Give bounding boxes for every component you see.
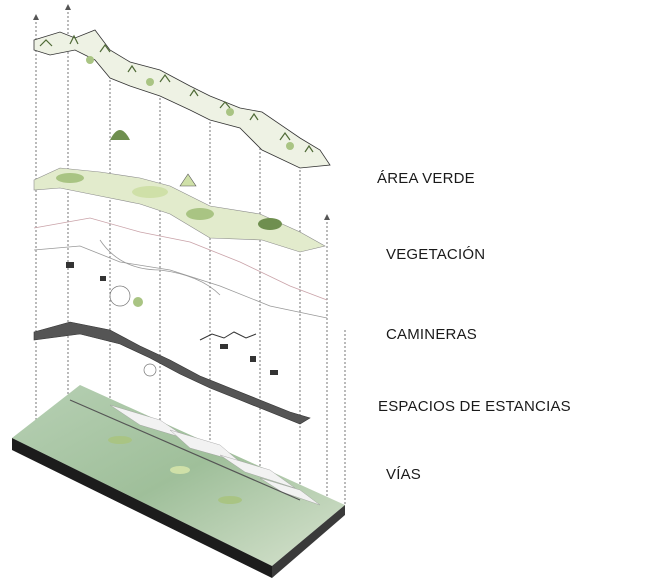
arrow-up-icon xyxy=(33,4,330,220)
label-camineras: CAMINERAS xyxy=(386,326,477,343)
layer-espacios-de-estancias xyxy=(66,262,278,375)
label-area-verde: ÁREA VERDE xyxy=(377,170,475,187)
layer-camineras xyxy=(33,285,311,425)
label-espacios-de-estancias: ESPACIOS DE ESTANCIAS xyxy=(378,398,571,415)
guide-lines xyxy=(35,8,346,520)
layer-area-verde xyxy=(33,130,326,253)
layer-vegetacion-strip xyxy=(33,29,331,169)
layer-vias-lines xyxy=(33,217,328,319)
label-vias: VÍAS xyxy=(386,466,421,483)
base-terrain-slab xyxy=(12,385,345,578)
label-vegetacion: VEGETACIÓN xyxy=(386,246,486,263)
